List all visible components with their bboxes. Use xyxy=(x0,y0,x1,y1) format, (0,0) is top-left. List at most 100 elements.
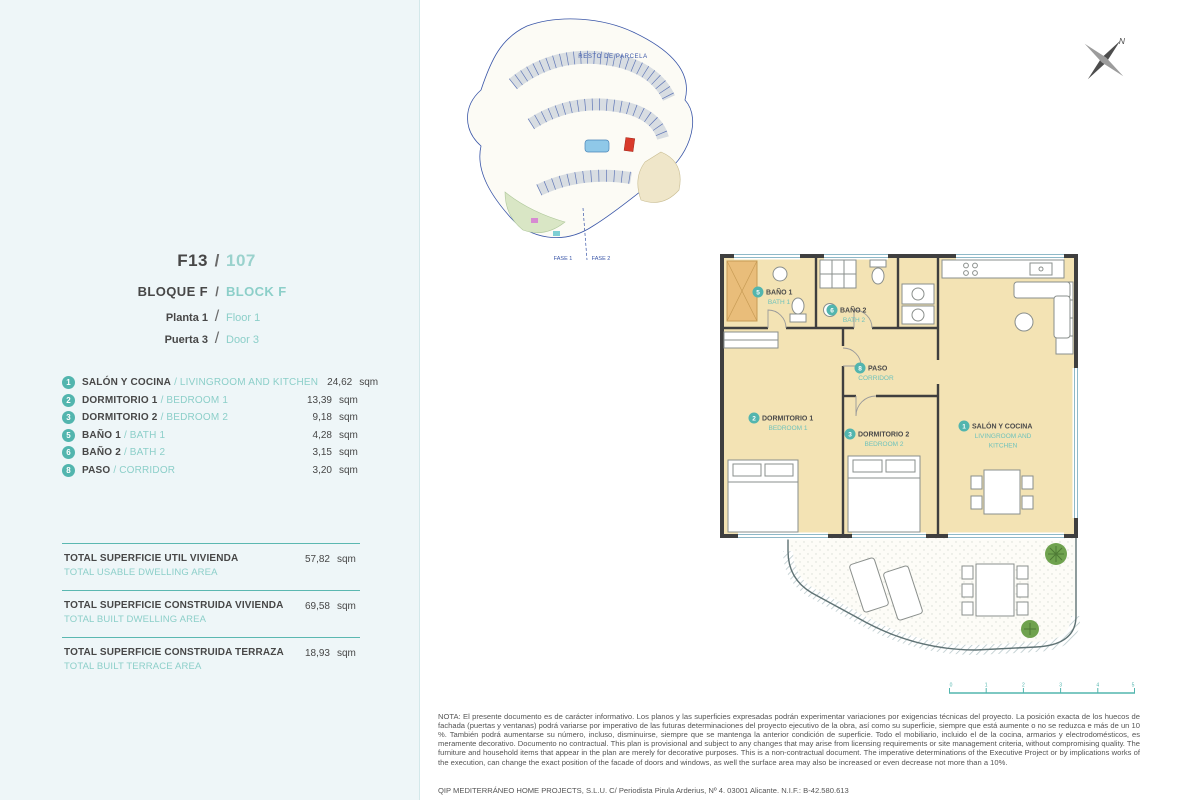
floor-label-es: Planta 1 xyxy=(165,312,208,324)
terrace-loungers xyxy=(849,557,923,621)
plan-label-livingroom: 1 SALÓN Y COCINA LIVINGROOM AND KITCHEN xyxy=(958,420,1032,450)
site-marker-cyan xyxy=(553,231,560,236)
total-value: 57,82 sqm xyxy=(296,553,358,565)
total-value-unit: sqm xyxy=(337,648,356,659)
plan-label-number: 3 xyxy=(848,432,852,439)
total-value-number: 18,93 xyxy=(304,648,330,659)
door-row: Puerta 3 / Door 3 xyxy=(62,330,360,348)
door-label-es: Puerta 3 xyxy=(164,334,208,346)
room-area-value: 3,15 xyxy=(312,447,332,458)
compass-icon: N xyxy=(1084,36,1126,80)
room-number-badge: 5 xyxy=(62,428,75,442)
plan-label-bath2: 6 BAÑO 2 BATH 2 xyxy=(826,304,867,324)
total-label-es: TOTAL SUPERFICIE UTIL VIVIENDA xyxy=(64,553,239,564)
unit-code: F13 xyxy=(177,251,208,270)
windows xyxy=(734,252,1080,540)
plan-label-en: BEDROOM 1 xyxy=(768,425,807,432)
separator: / xyxy=(123,429,127,441)
total-value: 18,93 sqm xyxy=(296,647,358,659)
scale-tick-4: 4 xyxy=(1096,683,1099,689)
plan-label-es: BAÑO 1 xyxy=(766,288,793,297)
room-list: 1 SALÓN Y COCINA / LIVINGROOM AND KITCHE… xyxy=(62,376,378,481)
room-number-badge: 2 xyxy=(62,393,75,407)
terrace-plants xyxy=(1021,543,1067,638)
room-area-value: 13,39 xyxy=(306,394,332,406)
bedroom2-furniture xyxy=(847,455,921,533)
plan-label-en-line1: LIVINGROOM AND xyxy=(975,433,1032,440)
room-name-es: BAÑO 1 xyxy=(82,429,121,441)
legal-note: NOTA: El presente documento es de caráct… xyxy=(438,712,1140,767)
total-label-en: TOTAL USABLE DWELLING AREA xyxy=(64,567,218,578)
room-area-unit: sqm xyxy=(339,412,358,423)
plan-label-bedroom2: 3 DORMITORIO 2 BEDROOM 2 xyxy=(844,428,909,448)
total-built-dwelling-area: TOTAL SUPERFICIE CONSTRUIDA VIVIENDA TOT… xyxy=(62,590,360,637)
room-area-value: 9,18 xyxy=(312,412,332,423)
plan-label-en-line2: KITCHEN xyxy=(989,443,1018,450)
site-buildings xyxy=(508,50,675,196)
terrace-dining-set xyxy=(961,563,1029,617)
scale-tick-3: 3 xyxy=(1059,683,1062,689)
plan-label-es: BAÑO 2 xyxy=(840,306,867,315)
unit-code-row: F13 / 107 xyxy=(62,251,360,271)
plan-room-labels: 5 BAÑO 1 BATH 1 6 BAÑO 2 BATH 2 8 PASO C… xyxy=(748,286,1032,450)
separator: / xyxy=(160,412,164,423)
plan-label-es: SALÓN Y COCINA xyxy=(972,422,1032,431)
room-name-es: DORMITORIO 2 xyxy=(82,412,158,423)
terrace-door-bedroom2 xyxy=(852,532,926,540)
site-phase-divider xyxy=(582,207,588,261)
total-value-unit: sqm xyxy=(337,554,356,565)
total-built-terrace-area: TOTAL SUPERFICIE CONSTRUIDA TERRAZA TOTA… xyxy=(62,637,360,684)
separator: / xyxy=(215,284,219,299)
bedroom1-furniture xyxy=(723,331,799,533)
room-area: 24,62 sqm xyxy=(318,377,380,388)
total-value-number: 57,82 xyxy=(304,554,330,565)
plan-label-corridor: 8 PASO CORRIDOR xyxy=(854,362,894,382)
total-usable-area: TOTAL SUPERFICIE UTIL VIVIENDA TOTAL USA… xyxy=(62,543,360,590)
door-label-en: Door 3 xyxy=(226,334,260,346)
plan-label-bath1: 5 BAÑO 1 BATH 1 xyxy=(752,286,793,306)
separator: / xyxy=(160,394,164,406)
room-name-es: SALÓN Y COCINA xyxy=(82,377,172,388)
scale-tick-0: 0 xyxy=(950,683,953,689)
total-label-en: TOTAL BUILT TERRACE AREA xyxy=(64,661,202,672)
plan-label-en: BEDROOM 2 xyxy=(864,441,903,448)
floor-row: Planta 1 / Floor 1 xyxy=(62,308,360,326)
total-label-en: TOTAL BUILT DWELLING AREA xyxy=(64,614,207,625)
site-fase2-label: FASE 2 xyxy=(592,256,611,262)
separator: / xyxy=(214,330,220,347)
separator: / xyxy=(174,377,177,388)
scale-bar: 0 1 2 3 4 5 xyxy=(949,683,1135,694)
window-bath1 xyxy=(734,252,800,260)
room-number-badge: 6 xyxy=(62,446,75,459)
room-area-value: 3,20 xyxy=(312,464,332,476)
legal-note-en: This plan is provisional and subject to … xyxy=(438,739,1140,767)
terrace-door-livingroom xyxy=(948,532,1064,540)
site-plan: RESTO DE PARCELA FASE 1 FASE 2 xyxy=(467,18,694,262)
separator: / xyxy=(214,308,220,325)
room-name-es: PASO xyxy=(82,464,111,476)
plan-label-number: 6 xyxy=(830,308,834,315)
site-resto-label: RESTO DE PARCELA xyxy=(578,54,647,60)
scale-tick-2: 2 xyxy=(1022,683,1025,689)
plan-label-number: 2 xyxy=(752,416,756,423)
site-green-area xyxy=(504,191,566,233)
room-area-unit: sqm xyxy=(339,394,358,406)
window-bath2 xyxy=(824,252,888,260)
bathroom1-fixtures xyxy=(726,260,807,323)
unit-header: F13 / 107 BLOQUE F / BLOCK F Planta 1 / … xyxy=(62,251,360,352)
left-info-panel: F13 / 107 BLOQUE F / BLOCK F Planta 1 / … xyxy=(0,0,420,800)
terrace-door-bedroom1 xyxy=(738,532,828,540)
floor-plan: 5 BAÑO 1 BATH 1 6 BAÑO 2 BATH 2 8 PASO C… xyxy=(720,252,1080,656)
plan-label-en: BATH 2 xyxy=(843,317,866,324)
room-area-value: 24,62 xyxy=(327,377,353,388)
separator: / xyxy=(113,464,117,476)
room-area-unit: sqm xyxy=(339,429,358,441)
company-line: QIP MEDITERRÁNEO HOME PROJECTS, S.L.U. C… xyxy=(438,786,849,795)
room-area-unit: sqm xyxy=(359,377,379,388)
